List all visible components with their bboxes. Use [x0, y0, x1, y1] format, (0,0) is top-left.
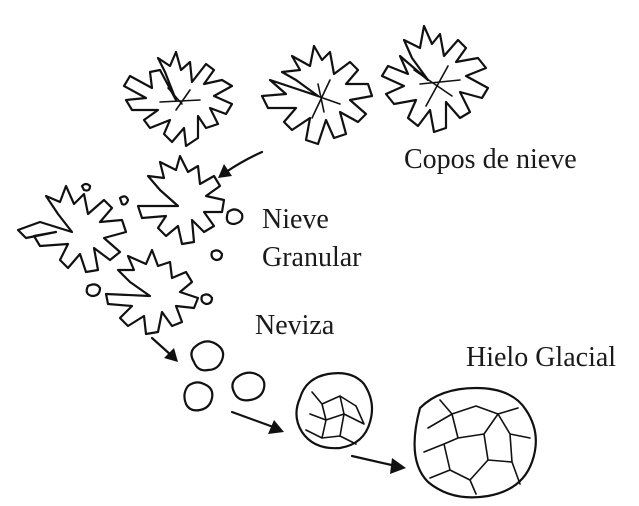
arrow-1 — [218, 152, 262, 178]
label-granular-line1: Nieve — [262, 206, 329, 234]
arrow-4 — [352, 456, 406, 474]
label-snowflakes: Copos de nieve — [404, 146, 577, 174]
arrow-3 — [232, 412, 284, 434]
snowflake-1 — [124, 52, 232, 146]
label-glacial-ice: Hielo Glacial — [466, 344, 616, 372]
firn-grains — [184, 341, 264, 410]
glacial-ice — [415, 388, 536, 497]
arrow-2 — [152, 338, 178, 362]
label-granular-line2: Granular — [262, 244, 362, 272]
snowflake-2 — [262, 46, 372, 144]
snowflake-3 — [382, 26, 488, 132]
label-firn: Neviza — [255, 312, 334, 340]
granular-snow-cluster — [18, 156, 242, 334]
firn-aggregate — [296, 373, 372, 448]
